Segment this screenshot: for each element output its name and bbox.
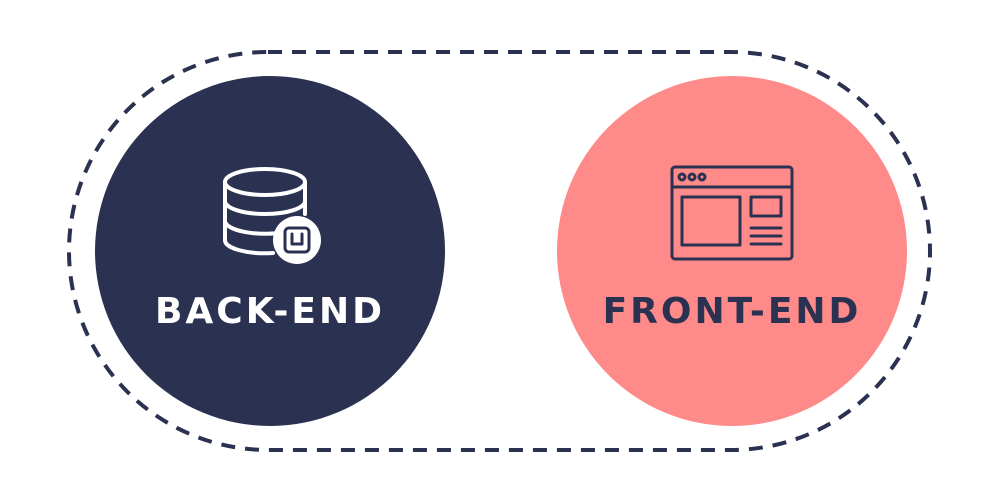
back-end-circle: BACK-END (95, 76, 445, 426)
back-end-label: BACK-END (154, 291, 386, 332)
front-end-circle: FRONT-END (557, 76, 907, 426)
database-icon (223, 167, 321, 264)
browser-window-icon (670, 165, 794, 261)
front-end-label: FRONT-END (602, 291, 862, 332)
